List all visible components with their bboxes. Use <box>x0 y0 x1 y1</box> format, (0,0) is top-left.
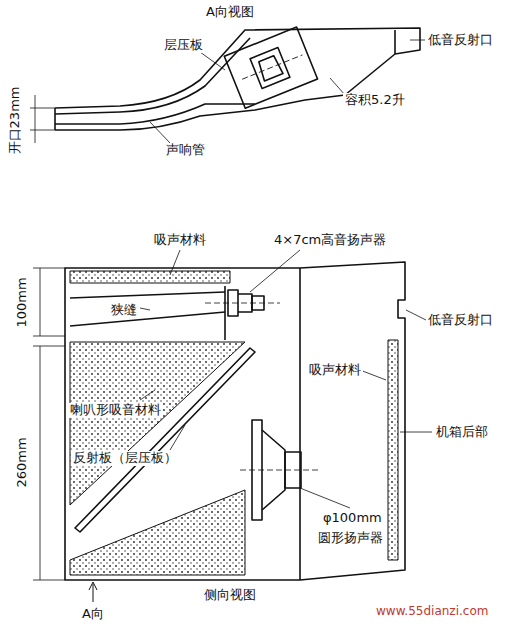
part-label: 狭缝 <box>109 303 139 318</box>
part-label: 机箱后部 <box>434 425 490 440</box>
dimension-label: 260mm <box>15 435 30 489</box>
part-label: φ100mm <box>321 511 384 526</box>
part-label: 侧向视图 <box>202 588 258 603</box>
watermark: www.55dianzi.com <box>374 605 490 619</box>
part-label: 反射板（层压板） <box>71 451 179 466</box>
part-label: A向视图 <box>204 5 256 20</box>
part-label: 低音反射口 <box>426 313 495 328</box>
part-label: 低音反射口 <box>426 33 495 48</box>
dimension-label: 开口23mm <box>8 85 23 157</box>
part-label: 圆形扬声器 <box>316 531 385 546</box>
part-label: 层压板 <box>162 38 205 53</box>
part-label: 喇叭形吸音材料 <box>68 403 163 418</box>
dimension-label: 100mm <box>15 275 30 329</box>
part-label: 4×7cm高音扬声器 <box>272 233 388 248</box>
part-label: A向 <box>80 607 106 622</box>
part-label: 吸声材料 <box>152 233 208 248</box>
part-label: 吸声材料 <box>307 363 363 378</box>
part-label: 声响管 <box>164 143 207 158</box>
part-label: 容积5.2升 <box>343 93 407 108</box>
